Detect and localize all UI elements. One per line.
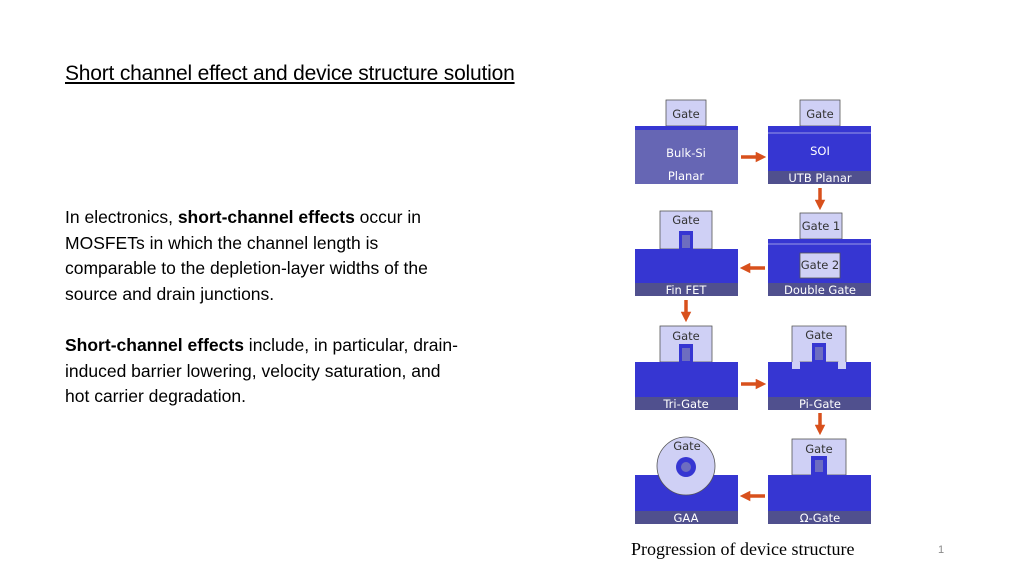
device-double-gate: Gate 1 Gate 2 Double Gate xyxy=(768,212,871,297)
slide-number: 1 xyxy=(938,544,945,556)
device-label: GAA xyxy=(674,511,699,525)
paragraph-definition: In electronics, short-channel effects oc… xyxy=(65,205,465,307)
fin-core xyxy=(682,235,690,248)
para2-bold: Short-channel effects xyxy=(65,335,244,355)
device-label: Pi-Gate xyxy=(799,397,841,411)
device-bulk-planar: Gate Bulk-Si Planar xyxy=(635,99,738,184)
device-label-bar xyxy=(635,397,738,410)
gate-label: Gate xyxy=(673,439,701,453)
gate-block xyxy=(799,99,841,127)
gate-pi-legs-right xyxy=(838,362,846,369)
device-fin-fet: Gate Fin FET xyxy=(635,210,738,297)
device-label-bar xyxy=(768,397,871,410)
figure-caption: Progression of device structure xyxy=(631,539,855,559)
fin-core xyxy=(815,347,823,360)
substrate xyxy=(768,362,871,397)
progression-arrows xyxy=(680,151,826,502)
substrate xyxy=(635,249,738,283)
device-label-bar xyxy=(768,283,871,296)
device-label: Tri-Gate xyxy=(662,397,708,411)
device-label-bar xyxy=(768,171,871,184)
device-tri-gate: Gate Tri-Gate xyxy=(635,325,738,411)
device-label: Fin FET xyxy=(666,283,708,297)
fin-stem xyxy=(815,475,823,483)
slide-title: Short channel effect and device structur… xyxy=(65,62,515,85)
gate-oxide xyxy=(635,126,738,130)
device-label-bar xyxy=(768,511,871,524)
para1-text-2: occur in MOSFETs in which the channel le… xyxy=(65,207,428,304)
paragraph-effects: Short-channel effects include, in partic… xyxy=(65,333,465,410)
body-label: SOI xyxy=(810,144,830,158)
device-gaa: Gate GAA xyxy=(635,436,738,525)
gate-label: Gate xyxy=(672,329,700,343)
device-label: UTB Planar xyxy=(788,171,851,185)
channel-core xyxy=(681,462,691,472)
device-pi-gate: Gate Pi-Gate xyxy=(768,325,871,411)
device-label-bar xyxy=(635,511,738,524)
gate-block xyxy=(665,99,707,127)
para1-bold: short-channel effects xyxy=(177,207,355,227)
para2-text: include, in particular, drain-induced ba… xyxy=(65,335,458,406)
gate-label: Gate xyxy=(805,442,833,456)
device-label: Ω-Gate xyxy=(800,511,840,525)
fin-core xyxy=(682,348,690,361)
device-utb-planar: Gate SOI UTB Planar xyxy=(768,99,871,185)
device-label-bar xyxy=(635,283,738,296)
gate-label: Gate xyxy=(672,107,700,121)
gate2-block xyxy=(799,252,841,279)
body-label: Bulk-Si xyxy=(666,146,706,160)
fin-core xyxy=(815,460,823,472)
para1-text-1: In electronics, xyxy=(65,207,178,227)
bulk-body xyxy=(635,130,738,184)
gate-label: Gate xyxy=(672,213,700,227)
gate-pi-legs xyxy=(792,362,800,369)
gate2-label: Gate 2 xyxy=(801,258,840,272)
gate-label: Gate xyxy=(805,328,833,342)
substrate xyxy=(635,362,738,397)
gate-label: Gate xyxy=(806,107,834,121)
gate1-label: Gate 1 xyxy=(802,219,841,233)
device-label: Planar xyxy=(668,169,705,183)
device-omega-gate: Gate Ω-Gate xyxy=(768,438,871,525)
device-label: Double Gate xyxy=(784,283,856,297)
gate1-block xyxy=(799,212,843,240)
